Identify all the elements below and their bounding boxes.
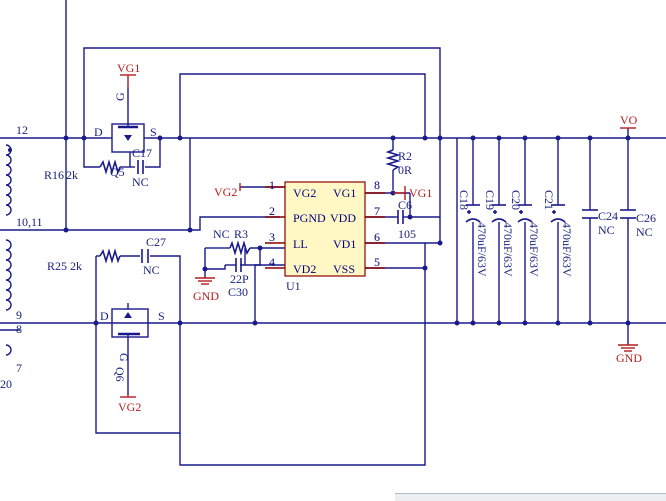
q6-source-label: S [158,309,165,323]
vo-label: VO [620,113,638,127]
ic-pin6-num: 6 [374,230,380,244]
c21-ref-label: C21 [542,190,556,210]
ic-pin5-num: 5 [374,255,380,269]
ic-pin8-num: 8 [374,178,380,192]
pin-10-11-label: 10,11 [16,215,43,229]
r2-value-label: 0R [398,163,412,177]
ground-left: GND [193,277,219,303]
ic-pin7-num: 7 [374,204,380,218]
scrollbar-strip[interactable] [395,493,666,501]
capacitor-c27: C27 NC [141,235,166,277]
pin-7-label: 7 [16,361,22,375]
capacitor-c21: C21 470uF/63V [542,190,574,277]
c26-value-label: NC [636,225,653,239]
q5-drain-label: D [94,125,103,139]
vo-net: VO [620,113,638,129]
r16-ref-label: R16 [44,168,64,182]
c6-value-label: 105 [398,227,416,241]
q5-gate-label: G [113,92,127,101]
resistor-r16: R16 2k [44,159,121,182]
ic-pin5-name: VSS [333,262,355,276]
ic-pin4-name: VD2 [293,262,316,276]
polarity-dot [8,148,12,152]
capacitor-c19: C19 470uF/63V [483,190,515,277]
ic-pin2-num: 2 [269,204,275,218]
pin-8-label: 8 [16,322,22,336]
resistor-r2: R2 0R [385,149,412,177]
r25-value-label: 2k [70,259,82,273]
ic-pin3-name: LL [293,237,308,251]
c18-value-label: 470uF/63V [475,222,489,277]
c19-ref-label: C19 [483,190,497,210]
ic-u1: 1 2 3 4 8 7 6 5 VG2 PGND LL VD2 VG1 VDD … [265,178,385,293]
pin-9-label: 9 [16,308,22,322]
q5-source-label: S [150,125,157,139]
capacitor-c17: C17 NC [132,146,152,189]
c21-value-label: 470uF/63V [560,222,574,277]
c27-ref-label: C27 [146,235,166,249]
c30-value-label: 22P [230,272,249,286]
mosfet-q6: D S G Q6 [100,303,165,395]
r3-value-label: NC [213,227,230,241]
c30-ref-label: C30 [228,285,248,299]
vg1-net-ic: VG1 [393,186,432,200]
vg1-ic-label: VG1 [409,186,432,200]
c20-ref-label: C20 [509,190,523,210]
c24-value-label: NC [598,223,615,237]
ic-pin4-num: 4 [269,255,275,269]
c24-ref-label: C24 [598,209,618,223]
vg2-net-ic: VG2 [214,183,241,199]
r16-value-label: 2k [66,168,78,182]
c26-ref-label: C26 [636,211,656,225]
ic-pin8-name: VG1 [333,186,356,200]
ic-pin1-num: 1 [269,178,275,192]
ic-body [284,181,366,277]
capacitor-c18: C18 470uF/63V [457,190,489,277]
c19-value-label: 470uF/63V [501,222,515,277]
ic-pin3-num: 3 [269,230,275,244]
vg2-net-bottom: VG2 [118,395,141,414]
vg1-net-top: VG1 [117,61,140,87]
ic-pin7-name: VDD [330,211,356,225]
pin-12-label: 12 [16,123,28,137]
gnd-left-label: GND [193,289,219,303]
q6-ref-label: Q6 [113,367,127,382]
q6-drain-label: D [100,309,109,323]
c27-value-label: NC [143,263,160,277]
c18-ref-label: C18 [457,190,471,210]
capacitor-c26: C26 NC [620,209,656,239]
capacitor-c24: C24 NC [582,209,618,237]
ground-right: GND [616,344,642,365]
resistor-r25: R25 2k [47,248,121,273]
r3-ref-label: R3 [234,227,248,241]
vg1-top-label: VG1 [117,61,140,75]
c17-ref-label: C17 [132,146,152,160]
resistor-r3: NC R3 [213,227,251,256]
junctions [63,135,631,326]
transformer: 12 10,11 9 8 7 20 [0,123,43,391]
pin-20-label: 20 [0,377,12,391]
c17-value-label: NC [132,175,149,189]
vg2-bottom-label: VG2 [118,400,141,414]
c6-ref-label: C6 [398,198,412,212]
capacitor-c20: C20 470uF/63V [509,190,541,277]
ic-pin2-name: PGND [293,211,326,225]
ic-pin6-name: VD1 [333,237,356,251]
vg2-ic-label: VG2 [214,185,237,199]
capacitor-c30: 22P C30 [225,258,249,299]
capacitor-c6: C6 105 [395,198,416,241]
r25-ref-label: R25 [47,259,67,273]
c20-value-label: 470uF/63V [527,222,541,277]
r2-ref-label: R2 [398,149,412,163]
q6-gate-label: G [117,353,131,362]
gnd-right-label: GND [616,351,642,365]
ic-pin1-name: VG2 [293,186,316,200]
ic-ref-label: U1 [286,279,301,293]
